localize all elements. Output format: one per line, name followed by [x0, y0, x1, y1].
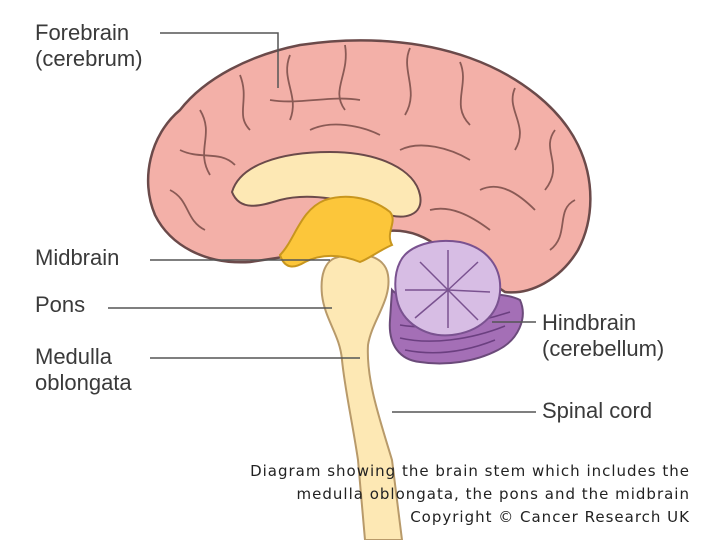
cerebellum-arbor: [405, 250, 491, 328]
caption-line3: Copyright © Cancer Research UK: [410, 508, 690, 526]
label-hindbrain: Hindbrain (cerebellum): [542, 310, 664, 362]
label-midbrain: Midbrain: [35, 245, 120, 270]
midbrain: [278, 195, 394, 268]
label-hindbrain-line2: (cerebellum): [542, 336, 665, 361]
label-medulla-line1: Medulla: [35, 344, 113, 369]
forebrain-leader: [160, 32, 279, 88]
label-forebrain: Forebrain (cerebrum): [35, 20, 143, 72]
label-forebrain-line2: (cerebrum): [35, 46, 143, 71]
caption-line2: medulla oblongata, the pons and the midb…: [296, 485, 690, 503]
brainstem: [320, 253, 404, 540]
cerebrum-gyri: [169, 44, 576, 251]
caption-line1: Diagram showing the brain stem which inc…: [250, 462, 690, 480]
label-hindbrain-line1: Hindbrain: [542, 310, 637, 335]
label-pons: Pons: [35, 292, 86, 317]
label-medulla-line2: oblongata: [35, 370, 132, 395]
label-medulla: Medulla oblongata: [35, 344, 132, 396]
leader-lines: [108, 32, 536, 413]
corpus-callosum: [230, 150, 422, 218]
label-spinal-cord: Spinal cord: [542, 398, 653, 423]
label-forebrain-line1: Forebrain: [35, 20, 130, 45]
